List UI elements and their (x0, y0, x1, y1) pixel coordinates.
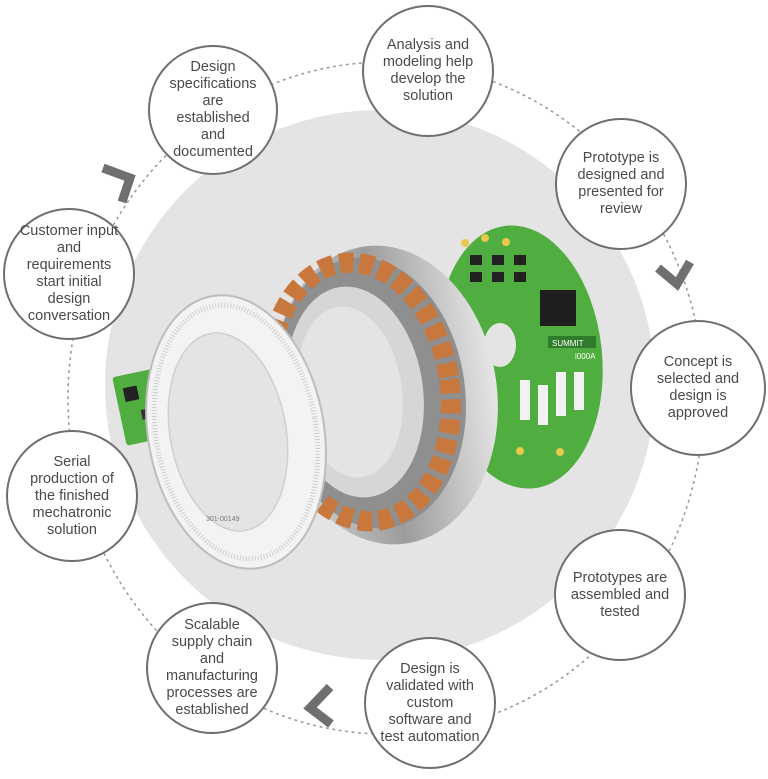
board-brand-label: SUMMIT (552, 339, 584, 348)
step-prototypes-assembled: Prototypes are assembled and tested (554, 529, 686, 661)
motor-illustration: SUMMIT i000A 301-00149 (112, 225, 603, 570)
step-text: Serial production of the finished mechat… (30, 453, 114, 538)
motor-stator (259, 245, 498, 545)
step-text: Scalable supply chain and manufacturing … (166, 617, 258, 718)
chevron-down-icon (655, 259, 694, 291)
step-design-validated: Design is validated with custom software… (364, 637, 496, 769)
step-supply-chain: Scalable supply chain and manufacturing … (146, 602, 278, 734)
step-design-specifications: Design specifications are established an… (148, 45, 278, 175)
step-prototype-designed: Prototype is designed and presented for … (555, 118, 687, 250)
chevron-up-right-icon (101, 163, 136, 204)
step-text: Analysis and modeling help develop the s… (382, 37, 474, 104)
step-text: Prototypes are assembled and tested (570, 569, 670, 620)
step-text: Design is validated with custom software… (380, 660, 480, 745)
encoder-ring: 301-00149 (145, 294, 327, 570)
step-text: Customer input and requirements start in… (19, 223, 119, 324)
step-text: Concept is selected and design is approv… (656, 354, 740, 421)
step-analysis-modeling: Analysis and modeling help develop the s… (362, 5, 494, 137)
step-text: Prototype is designed and presented for … (577, 150, 665, 217)
step-concept-selected: Concept is selected and design is approv… (630, 320, 766, 456)
board-model-label: i000A (575, 352, 596, 361)
step-text: Design specifications are established an… (169, 59, 257, 160)
chevron-left-icon (303, 683, 334, 728)
step-serial-production: Serial production of the finished mechat… (6, 430, 138, 562)
part-number-label: 301-00149 (206, 516, 240, 523)
step-customer-input: Customer input and requirements start in… (3, 208, 135, 340)
